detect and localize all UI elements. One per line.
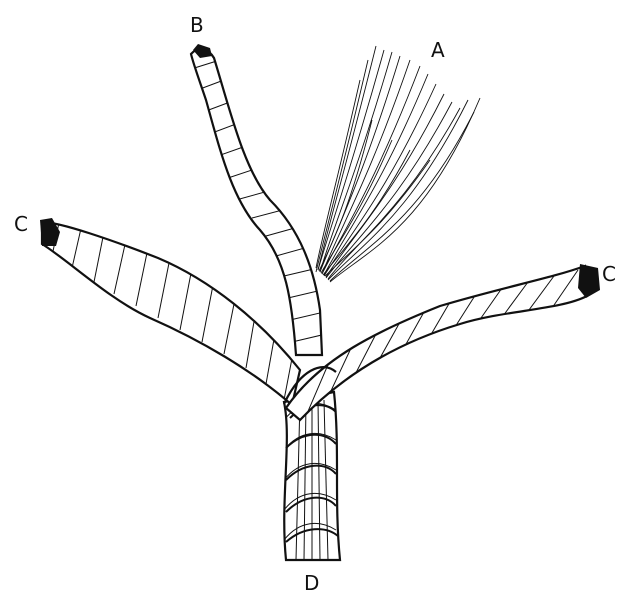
label-a: A [431, 40, 445, 60]
label-c-right: C [602, 264, 616, 284]
frayed-strand-a [316, 46, 480, 282]
strand-c-left [40, 218, 300, 405]
label-c-left: C [14, 214, 28, 234]
rope-body-d [284, 392, 340, 560]
label-b: B [190, 15, 204, 35]
label-d: D [304, 573, 319, 593]
